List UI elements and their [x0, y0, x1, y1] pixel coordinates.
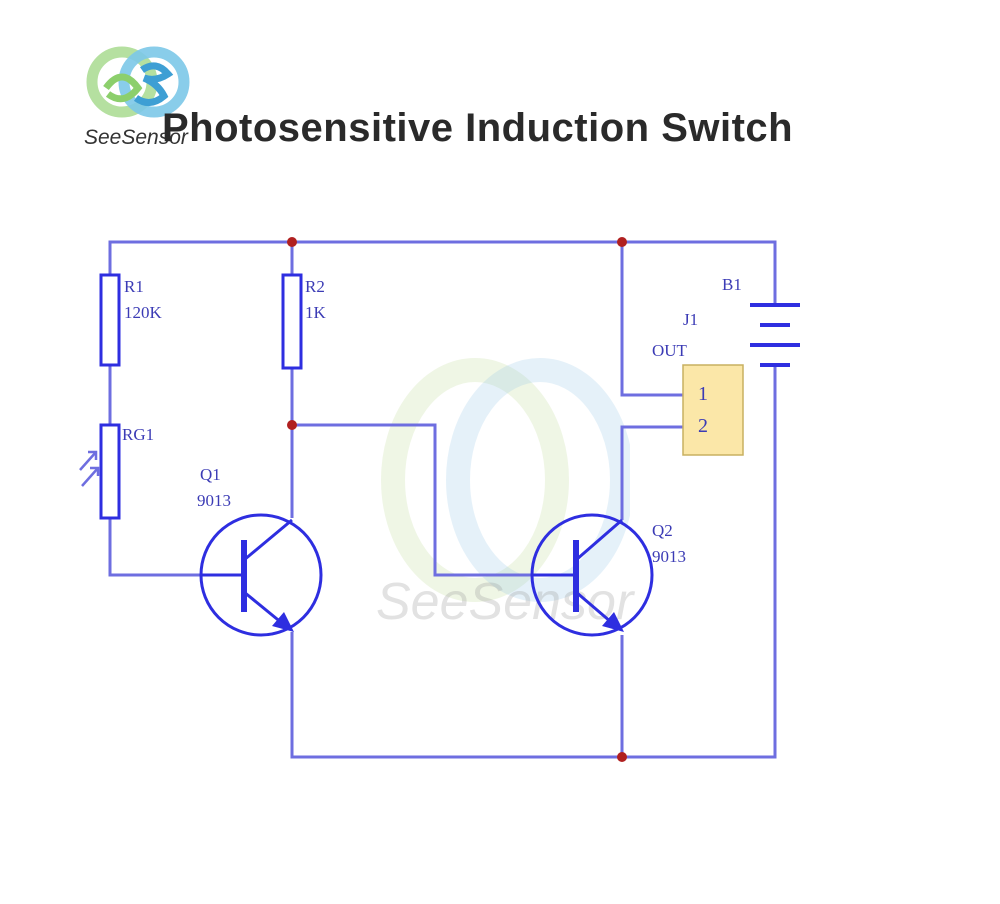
- battery-b1: B1: [722, 275, 800, 367]
- b1-ref: B1: [722, 275, 742, 294]
- transistor-q1: Q1 9013: [197, 465, 323, 637]
- light-arrows-icon: [79, 450, 100, 487]
- transistor-q2: Q2 9013: [530, 513, 686, 637]
- j1-pin-1: 1: [698, 383, 708, 405]
- q1-ref: Q1: [200, 465, 221, 484]
- junction-dots: [287, 237, 627, 762]
- j1-value: OUT: [652, 341, 688, 360]
- rg1-ref: RG1: [122, 425, 154, 444]
- brand-name: SeeSensor: [84, 126, 188, 149]
- q2-value: 9013: [652, 547, 686, 566]
- r1-ref: R1: [124, 277, 144, 296]
- resistor-r1: R1 120K: [99, 273, 163, 367]
- watermark-text: SeeSensor: [376, 573, 634, 631]
- q2-ref: Q2: [652, 521, 673, 540]
- j1-pin-2: 2: [698, 415, 708, 437]
- j1-ref: J1: [683, 310, 698, 329]
- r2-value: 1K: [305, 303, 327, 322]
- r2-ref: R2: [305, 277, 325, 296]
- wires: [108, 240, 777, 759]
- seesensor-logo: [86, 46, 190, 118]
- resistor-r2: R2 1K: [281, 273, 327, 370]
- photoresistor-rg1: RG1: [79, 423, 154, 520]
- page-title: Photosensitive Induction Switch: [162, 106, 794, 150]
- r1-value: 120K: [124, 303, 163, 322]
- q1-value: 9013: [197, 491, 231, 510]
- connector-j1: 1 2 J1 OUT: [652, 310, 744, 456]
